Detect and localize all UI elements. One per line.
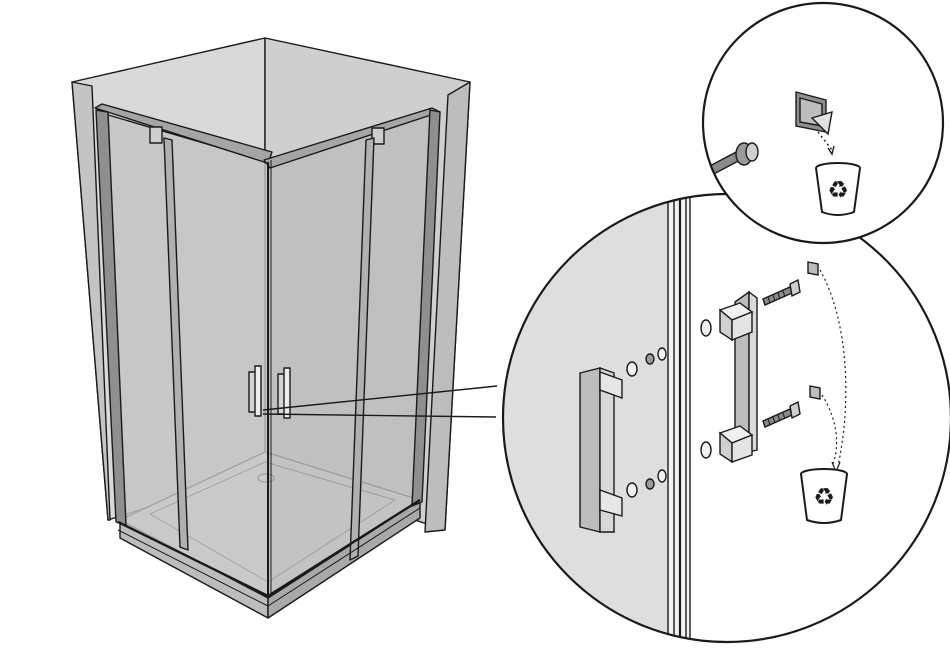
- protective-cap: [808, 262, 818, 275]
- recycle-bin-icon: ♻: [816, 163, 860, 215]
- screw: [646, 354, 654, 364]
- recycle-bin-icon: ♻: [801, 469, 847, 523]
- screw: [646, 479, 654, 489]
- washer: [701, 442, 711, 458]
- washer: [658, 348, 666, 360]
- washer: [658, 470, 666, 482]
- recycle-symbol: ♻: [827, 176, 849, 204]
- handle-detail-circle: ♻: [500, 190, 950, 650]
- recycle-symbol: ♻: [813, 483, 835, 511]
- cap-removal-detail: ♻: [703, 3, 943, 243]
- washer: [627, 483, 637, 497]
- washer: [627, 362, 637, 376]
- washer: [701, 320, 711, 336]
- shower-enclosure: [72, 38, 470, 618]
- protective-cap: [810, 386, 820, 399]
- rail-clamp: [150, 127, 162, 143]
